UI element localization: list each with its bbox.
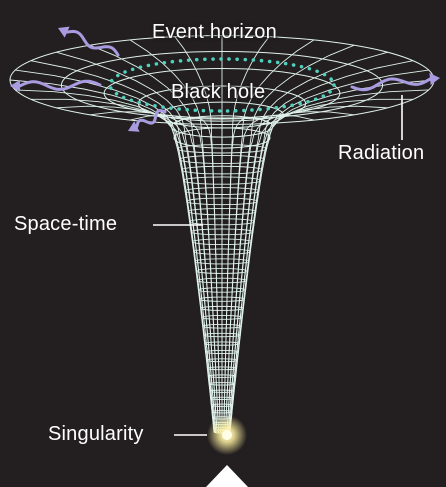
radiation-wave	[65, 29, 120, 57]
event-horizon-label: Event horizon	[152, 21, 277, 43]
singularity-label: Singularity	[48, 423, 144, 445]
radiation-arrowhead	[128, 121, 140, 132]
grid-meridian	[174, 36, 221, 431]
grid-meridian	[56, 105, 217, 433]
event-horizon-ring	[108, 57, 336, 113]
radiation-arrowhead	[429, 73, 440, 85]
singularity-point	[222, 430, 232, 440]
grid-meridian	[223, 36, 270, 431]
radiation-arrowhead	[10, 79, 21, 92]
radiation-wave	[350, 77, 432, 92]
radiation-label: Radiation	[338, 142, 425, 164]
radiation-arrows	[10, 26, 440, 132]
grid-meridian	[30, 60, 216, 432]
bottom-marker-triangle	[206, 465, 248, 487]
black-hole-label: Black hole	[171, 81, 266, 103]
grid-meridian	[225, 39, 315, 431]
grid-meridian	[56, 51, 217, 432]
radiation-wave	[18, 79, 102, 91]
grid-meridian	[229, 69, 429, 432]
grid-meridian	[15, 69, 215, 432]
radiation-arrowhead	[58, 26, 70, 38]
grid-meridian	[89, 44, 218, 432]
grid-meridian	[227, 51, 388, 432]
space-time-label: Space-time	[14, 213, 118, 235]
space-time-funnel-grid	[9, 34, 435, 434]
grid-meridian	[226, 44, 355, 432]
grid-meridian	[9, 79, 215, 433]
grid-meridian	[229, 79, 435, 433]
grid-meridian	[228, 60, 414, 432]
grid-meridian	[129, 39, 219, 431]
radiation-wave	[135, 108, 167, 128]
